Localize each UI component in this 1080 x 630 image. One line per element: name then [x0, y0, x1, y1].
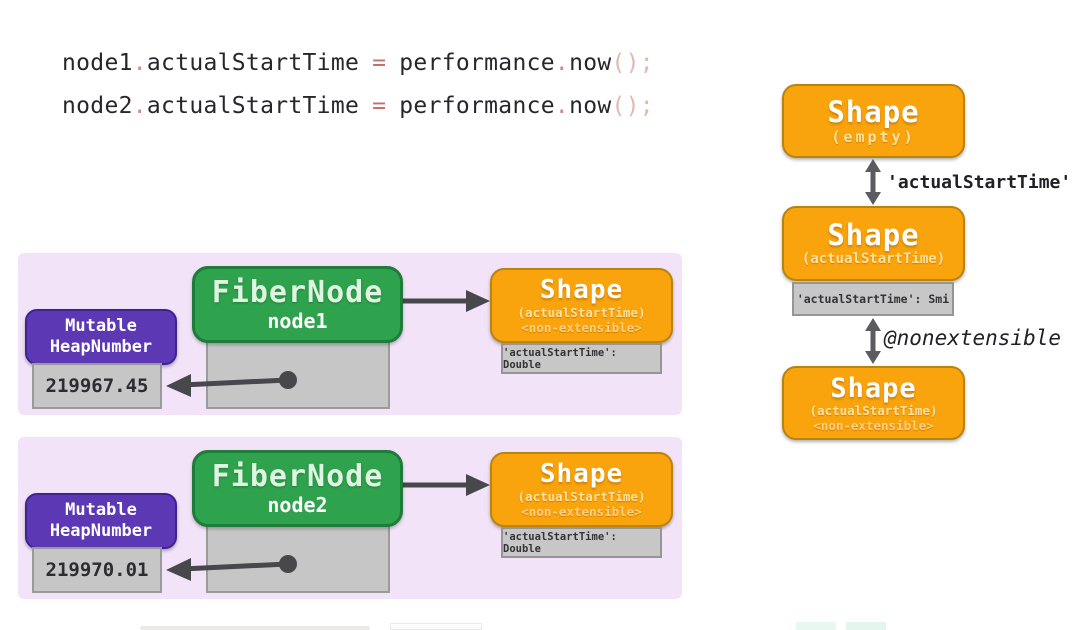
fiber-to-shape-arrowhead-icon — [466, 474, 490, 496]
shape-subtitle-property: (actualStartTime) — [801, 251, 946, 267]
shape-nonextensible-box: Shape (actualStartTime) <non-extensible> — [782, 366, 965, 440]
shape-box: Shape (actualStartTime) <non-extensible> — [490, 268, 673, 343]
code-object: node1 — [62, 50, 133, 76]
bottom-cutoff-artifact — [140, 626, 370, 630]
slot-to-heapnumber-arrowhead-icon — [166, 558, 191, 581]
code-value-object: performance — [399, 93, 555, 119]
fibernode-box: FiberNode node2 — [192, 450, 403, 527]
shape-title: Shape — [830, 372, 917, 404]
fibernode-name: node2 — [267, 492, 328, 517]
shape-subtitle-nonextensible: <non-extensible> — [521, 320, 642, 335]
shape-title: Shape — [827, 218, 920, 252]
fiber-property-slot — [206, 525, 390, 593]
code-method: now — [569, 50, 612, 76]
transition-double-arrow-icon — [865, 318, 881, 364]
shape-subtitle-property: (actualStartTime) — [517, 305, 646, 320]
code-snippet: node1.actualStartTime=performance.now();… — [62, 42, 654, 128]
shape-title: Shape — [539, 459, 624, 489]
fibernode-name: node1 — [267, 308, 328, 333]
heapnumber-value: 219967.45 — [32, 363, 162, 409]
shape-property-slot-label: 'actualStartTime': Double — [501, 527, 662, 558]
shape-property-slot-label: 'actualStartTime': Double — [501, 343, 662, 374]
code-value-object: performance — [399, 50, 555, 76]
bottom-cutoff-artifact — [846, 622, 886, 630]
code-dot: . — [554, 50, 570, 76]
heap-panel-node1: FiberNode node1 Mutable HeapNumber 21996… — [18, 253, 682, 415]
code-property: actualStartTime — [146, 93, 360, 119]
code-line-1: node1.actualStartTime=performance.now(); — [62, 42, 654, 85]
heap-panel-node2: FiberNode node2 Mutable HeapNumber 21997… — [18, 437, 682, 599]
code-equals: = — [372, 50, 387, 76]
shape-property-slot-label: 'actualStartTime': Smi — [792, 282, 954, 316]
mutable-heapnumber-box: Mutable HeapNumber — [25, 309, 177, 365]
shape-box: Shape (actualStartTime) <non-extensible> — [490, 452, 673, 527]
slot-to-heapnumber-arrowhead-icon — [166, 374, 191, 397]
shape-title: Shape — [539, 275, 624, 305]
fiber-to-shape-arrowhead-icon — [466, 290, 490, 312]
code-equals: = — [372, 93, 387, 119]
mutable-heapnumber-box: Mutable HeapNumber — [25, 493, 177, 549]
code-dot: . — [132, 93, 147, 119]
code-line-2: node2.actualStartTime=performance.now(); — [62, 85, 654, 128]
shape-subtitle-empty: (empty) — [831, 128, 916, 146]
transition-label-actualstarttime: 'actualStartTime' — [887, 172, 1072, 193]
shape-subtitle-property: (actualStartTime) — [517, 489, 646, 504]
fiber-property-slot — [206, 341, 390, 409]
transition-double-arrow-icon — [865, 159, 881, 205]
heapnumber-value: 219970.01 — [32, 547, 162, 593]
code-call-close: (); — [611, 50, 654, 76]
fibernode-title: FiberNode — [211, 458, 384, 494]
heapnumber-title-line1: Mutable — [65, 500, 137, 520]
code-property: actualStartTime — [146, 50, 360, 76]
fibernode-box: FiberNode node1 — [192, 266, 403, 343]
heapnumber-title-line2: HeapNumber — [49, 521, 153, 541]
fibernode-title: FiberNode — [211, 274, 384, 310]
code-dot: . — [132, 50, 147, 76]
code-dot: . — [554, 93, 570, 119]
shape-empty-box: Shape (empty) — [782, 84, 965, 158]
heapnumber-title-line1: Mutable — [65, 316, 137, 336]
code-method: now — [569, 93, 612, 119]
shape-title: Shape — [827, 95, 920, 129]
shape-subtitle-property: (actualStartTime) — [809, 402, 938, 418]
bottom-cutoff-artifact — [796, 622, 836, 630]
heapnumber-title-line2: HeapNumber — [49, 337, 153, 357]
code-object: node2 — [62, 93, 133, 119]
shape-subtitle-nonextensible: <non-extensible> — [521, 504, 642, 519]
shape-subtitle-nonextensible: <non-extensible> — [813, 417, 934, 433]
transition-label-nonextensible: @nonextensible — [884, 326, 1062, 350]
code-call-close: (); — [611, 93, 654, 119]
bottom-cutoff-artifact — [390, 623, 482, 630]
shape-actualstarttime-box: Shape (actualStartTime) — [782, 206, 965, 281]
